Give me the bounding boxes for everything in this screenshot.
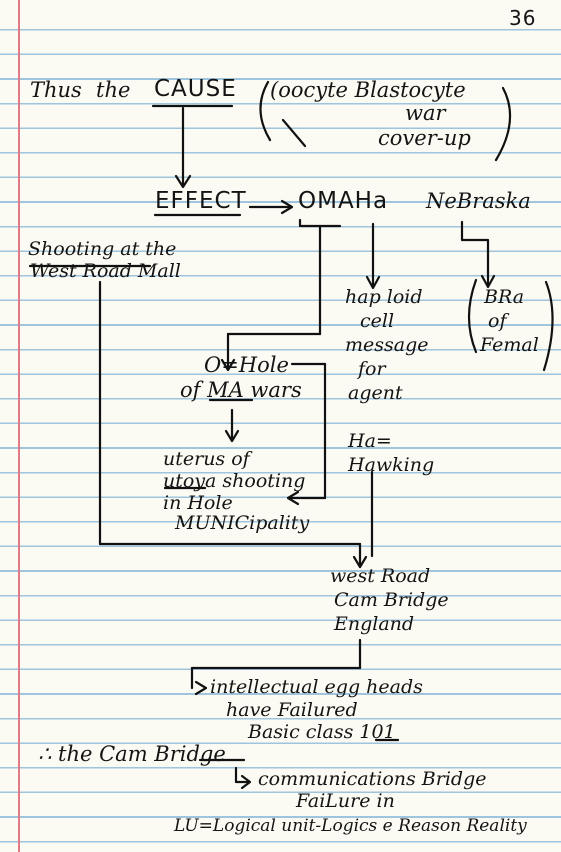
- have-line: have Failured: [226, 699, 358, 721]
- oocyte-label: (oocyte Blastocyte: [270, 78, 466, 102]
- basic-line: Basic class 101: [248, 721, 396, 743]
- line-thus: Thus: [30, 78, 82, 102]
- line-the: the: [96, 78, 131, 102]
- uterus-line-3: in Hole: [163, 492, 233, 514]
- effect-label: EFFECT: [155, 188, 247, 214]
- haploid-line-1: hap loid: [345, 286, 423, 308]
- bra-line-2: of: [488, 310, 507, 332]
- haploid-line-2: cell: [360, 310, 395, 332]
- war-label: war: [405, 101, 446, 125]
- bra-line-1: BRa: [484, 286, 525, 308]
- nebraska-label: NeBraska: [426, 189, 531, 213]
- uterus-line-1: uterus of: [163, 448, 250, 470]
- haploid-line-3: message: [345, 334, 429, 356]
- shooting-line-2: West Road Mall: [30, 260, 181, 282]
- page-number: 36: [509, 6, 537, 30]
- failure-line: FaiLure in: [296, 790, 395, 812]
- haploid-line-4: for: [358, 358, 386, 380]
- communications-line: communications Bridge: [258, 768, 487, 790]
- logical-line: LU=Logical unit-Logics e Reason Reality: [174, 816, 527, 836]
- uterus-line-2: utoya shooting: [163, 470, 306, 492]
- bra-line-3: Femal: [480, 334, 539, 356]
- therefore-line: ∴ the Cam Bridge: [38, 742, 226, 766]
- haploid-line-5: agent: [348, 382, 403, 404]
- westroad-line-2: Cam Bridge: [334, 589, 449, 611]
- intellectual-line: intellectual egg heads: [210, 676, 423, 698]
- shooting-line-1: Shooting at the: [28, 238, 177, 260]
- uterus-line-4: MUNICipality: [175, 512, 310, 534]
- cause-label: CAUSE: [154, 76, 237, 102]
- hole-line-1: O=Hole: [204, 353, 289, 377]
- hole-line-2: of MA wars: [180, 378, 302, 402]
- westroad-line-3: England: [334, 613, 415, 635]
- westroad-line-1: west Road: [330, 565, 431, 587]
- ha-line-1: Ha=: [348, 430, 392, 452]
- margin-line: [18, 0, 20, 852]
- cover-up-label: cover-up: [378, 126, 471, 150]
- omaha-label: OMAHa: [298, 188, 389, 214]
- ha-line-2: Hawking: [348, 454, 435, 476]
